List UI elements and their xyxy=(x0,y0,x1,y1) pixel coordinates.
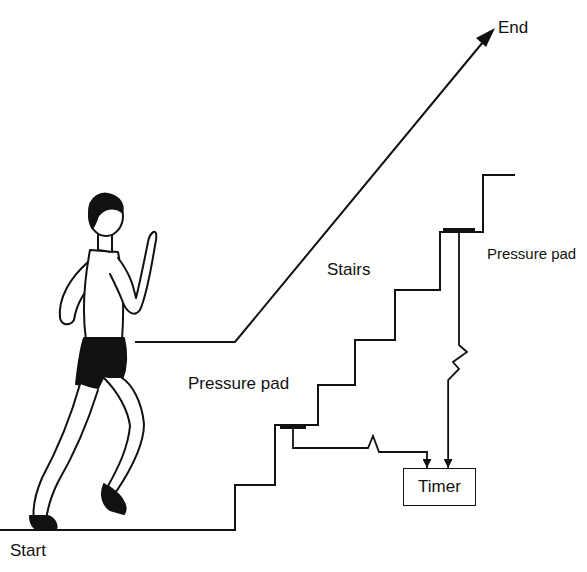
pad-bar xyxy=(280,424,306,429)
stairs-label: Stairs xyxy=(327,260,370,280)
pressure-pad: Pressure pad xyxy=(443,228,576,262)
timer-box: Timer xyxy=(403,468,476,506)
box-label: Timer xyxy=(418,477,461,497)
pad-label: Pressure pad xyxy=(487,245,576,262)
pad-bar xyxy=(443,228,475,233)
pressure-pad: Pressure pad xyxy=(188,374,306,429)
runner-figure xyxy=(30,194,156,530)
arrowhead xyxy=(476,28,495,47)
pad-label: Pressure pad xyxy=(188,374,306,394)
run-path xyxy=(135,36,488,342)
signal-wire xyxy=(448,233,467,468)
stairs xyxy=(0,175,515,530)
start-label: Start xyxy=(10,541,46,561)
signal-wire xyxy=(293,429,427,468)
end-label: End xyxy=(498,18,528,38)
